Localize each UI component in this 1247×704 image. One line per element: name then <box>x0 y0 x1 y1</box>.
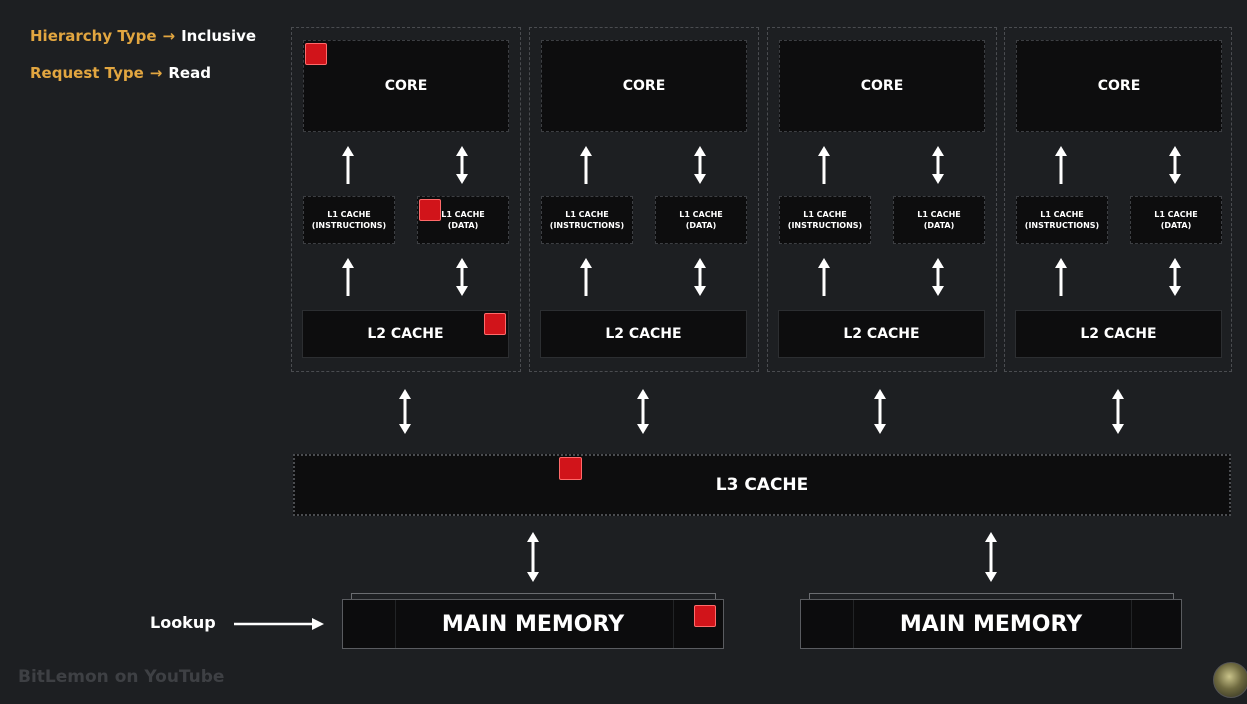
legend-arrow-icon: → <box>162 27 176 45</box>
cached-block-l3 <box>559 457 582 480</box>
up-arrow-icon <box>342 146 354 184</box>
bidirectional-arrow-icon <box>1169 258 1181 296</box>
cached-block-core <box>305 43 327 65</box>
up-arrow-icon <box>580 258 592 296</box>
core-1-label: CORE <box>384 78 428 94</box>
l1-data-cache-1-label: L1 CACHE (DATA) <box>441 210 485 230</box>
l1-data-cache-4-label: L1 CACHE (DATA) <box>1154 210 1198 230</box>
bidirectional-arrow-icon <box>1112 389 1124 434</box>
watermark: BitLemon on YouTube <box>18 667 225 687</box>
main-memory-top-edge <box>809 593 1174 599</box>
bidirectional-arrow-icon <box>637 389 649 434</box>
bidirectional-arrow-icon <box>527 532 539 582</box>
l1-instructions-cache-2: L1 CACHE (INSTRUCTIONS) <box>541 196 633 244</box>
l1-instructions-cache-1: L1 CACHE (INSTRUCTIONS) <box>303 196 395 244</box>
l2-cache-2-label: L2 CACHE <box>605 326 682 342</box>
l1-instructions-cache-4-label: L1 CACHE (INSTRUCTIONS) <box>1024 210 1100 230</box>
l1-data-cache-3-label: L1 CACHE (DATA) <box>917 210 961 230</box>
up-arrow-icon <box>818 146 830 184</box>
l2-cache-3-label: L2 CACHE <box>843 326 920 342</box>
l2-cache-1: L2 CACHE <box>302 310 509 358</box>
l1-data-cache-4: L1 CACHE (DATA) <box>1130 196 1222 244</box>
up-arrow-icon <box>342 258 354 296</box>
bidirectional-arrow-icon <box>399 389 411 434</box>
main-memory-top-edge <box>351 593 716 599</box>
core-4: CORE <box>1016 40 1222 132</box>
l2-cache-2: L2 CACHE <box>540 310 747 358</box>
core-2: CORE <box>541 40 747 132</box>
bidirectional-arrow-icon <box>1169 146 1181 184</box>
cached-block-l2 <box>484 313 506 335</box>
main-memory-2-label: MAIN MEMORY <box>899 611 1083 637</box>
up-arrow-icon <box>818 258 830 296</box>
bidirectional-arrow-icon <box>985 532 997 582</box>
bidirectional-arrow-icon <box>694 146 706 184</box>
legend-arrow-icon: → <box>149 64 163 82</box>
core-cluster-3 <box>767 27 997 372</box>
l1-instructions-cache-3-label: L1 CACHE (INSTRUCTIONS) <box>787 210 863 230</box>
l2-cache-3: L2 CACHE <box>778 310 985 358</box>
l1-instructions-cache-2-label: L1 CACHE (INSTRUCTIONS) <box>549 210 625 230</box>
l2-cache-4-label: L2 CACHE <box>1080 326 1157 342</box>
up-arrow-icon <box>1055 146 1067 184</box>
l2-cache-1-label: L2 CACHE <box>367 326 444 342</box>
request-type-label: Request Type <box>30 64 144 82</box>
main-memory-1: MAIN MEMORY <box>342 599 724 649</box>
core-1: CORE <box>303 40 509 132</box>
request-type-value: Read <box>168 64 211 82</box>
main-memory-1-label: MAIN MEMORY <box>441 611 625 637</box>
lookup-label: Lookup <box>150 613 216 632</box>
l1-instructions-cache-1-label: L1 CACHE (INSTRUCTIONS) <box>311 210 387 230</box>
l2-cache-4: L2 CACHE <box>1015 310 1222 358</box>
l1-data-cache-3: L1 CACHE (DATA) <box>893 196 985 244</box>
l1-data-cache-2: L1 CACHE (DATA) <box>655 196 747 244</box>
core-cluster-2 <box>529 27 759 372</box>
bidirectional-arrow-icon <box>932 258 944 296</box>
hierarchy-type-label: Hierarchy Type <box>30 27 157 45</box>
up-arrow-icon <box>1055 258 1067 296</box>
core-3: CORE <box>779 40 985 132</box>
l1-instructions-cache-4: L1 CACHE (INSTRUCTIONS) <box>1016 196 1108 244</box>
cached-block-memory <box>694 605 716 627</box>
lookup-arrow-icon <box>234 618 324 630</box>
bidirectional-arrow-icon <box>874 389 886 434</box>
l1-data-cache-2-label: L1 CACHE (DATA) <box>679 210 723 230</box>
cached-block-l1d <box>419 199 441 221</box>
core-cluster-1 <box>291 27 521 372</box>
hierarchy-type-value: Inclusive <box>181 27 257 45</box>
l3-cache: L3 CACHE <box>293 454 1231 516</box>
main-memory-2: MAIN MEMORY <box>800 599 1182 649</box>
channel-avatar <box>1213 662 1247 698</box>
core-3-label: CORE <box>860 78 904 94</box>
core-4-label: CORE <box>1097 78 1141 94</box>
l3-cache-label: L3 CACHE <box>715 475 809 495</box>
legend-hierarchy: Hierarchy Type → Inclusive <box>30 27 256 45</box>
l1-instructions-cache-3: L1 CACHE (INSTRUCTIONS) <box>779 196 871 244</box>
core-2-label: CORE <box>622 78 666 94</box>
bidirectional-arrow-icon <box>456 146 468 184</box>
legend-request: Request Type → Read <box>30 64 211 82</box>
core-cluster-4 <box>1004 27 1232 372</box>
bidirectional-arrow-icon <box>456 258 468 296</box>
bidirectional-arrow-icon <box>694 258 706 296</box>
bidirectional-arrow-icon <box>932 146 944 184</box>
up-arrow-icon <box>580 146 592 184</box>
